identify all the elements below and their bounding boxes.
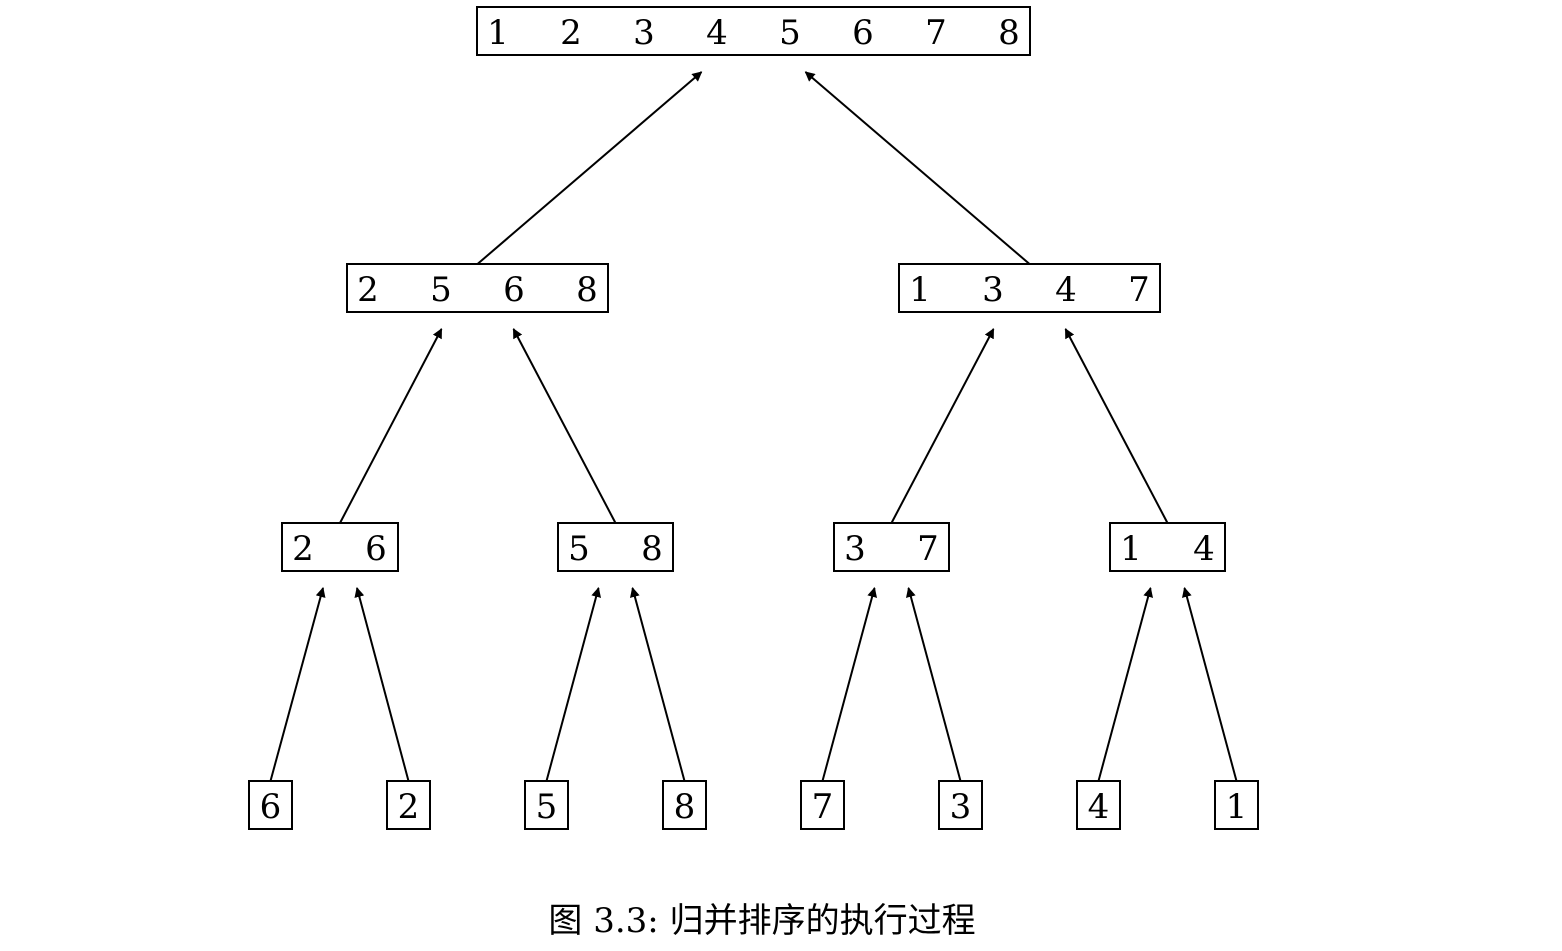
merge-arrow — [1182, 587, 1238, 782]
box-outline — [662, 780, 707, 830]
merge-arrow — [1064, 328, 1169, 524]
array-value: 8 — [576, 270, 598, 310]
array-box: 6 — [248, 780, 293, 830]
merge-arrow — [890, 328, 995, 524]
box-outline — [1214, 780, 1259, 830]
array-value: 1 — [1120, 529, 1142, 569]
array-value: 6 — [852, 13, 874, 53]
box-outline — [1076, 780, 1121, 830]
array-box: 5 — [524, 780, 569, 830]
array-value: 3 — [950, 787, 972, 827]
box-outline — [524, 780, 569, 830]
array-value: 7 — [812, 787, 834, 827]
box-outline — [938, 780, 983, 830]
array-value: 1 — [909, 270, 931, 310]
array-value: 5 — [568, 529, 590, 569]
merge-arrow — [269, 587, 326, 782]
box-outline — [281, 522, 399, 572]
array-value: 3 — [844, 529, 866, 569]
merge-arrow — [354, 587, 410, 782]
array-value: 8 — [641, 529, 663, 569]
array-box: 7 — [800, 780, 845, 830]
merge-arrow — [906, 587, 962, 782]
array-value: 7 — [925, 13, 947, 53]
array-box: 1 3 4 7 — [898, 263, 1161, 313]
array-box: 2 5 6 8 — [346, 263, 609, 313]
array-value: 1 — [487, 13, 509, 53]
box-outline — [800, 780, 845, 830]
box-outline — [346, 263, 609, 313]
array-value: 6 — [503, 270, 525, 310]
array-value: 2 — [357, 270, 379, 310]
merge-arrow — [545, 587, 601, 782]
array-value: 7 — [917, 529, 939, 569]
array-value: 8 — [998, 13, 1020, 53]
array-value: 5 — [536, 787, 558, 827]
box-outline — [248, 780, 293, 830]
array-value: 6 — [260, 787, 282, 827]
array-value: 5 — [430, 270, 452, 310]
array-value: 4 — [1055, 270, 1077, 310]
merge-arrow — [512, 328, 617, 524]
array-value: 7 — [1128, 270, 1150, 310]
merge-arrow — [476, 71, 703, 265]
array-value: 2 — [398, 787, 420, 827]
array-box: 1 — [1214, 780, 1259, 830]
array-value: 2 — [560, 13, 582, 53]
array-value: 4 — [1193, 529, 1215, 569]
figure-caption: 图 3.3: 归并排序的执行过程 — [548, 901, 975, 941]
box-outline — [1109, 522, 1226, 572]
array-box: 1 2 3 4 5 6 7 8 — [476, 6, 1031, 56]
merge-arrow — [1097, 587, 1153, 782]
box-outline — [476, 6, 1031, 56]
array-value: 1 — [1226, 787, 1248, 827]
array-box: 4 — [1076, 780, 1121, 830]
array-box: 3 — [938, 780, 983, 830]
array-value: 5 — [779, 13, 801, 53]
array-value: 3 — [633, 13, 655, 53]
merge-arrow — [821, 587, 877, 782]
array-value: 3 — [982, 270, 1004, 310]
array-value: 8 — [674, 787, 696, 827]
box-outline — [833, 522, 950, 572]
array-value: 4 — [1088, 787, 1110, 827]
array-box: 8 — [662, 780, 707, 830]
merge-arrow — [630, 587, 686, 782]
merge-arrow — [339, 328, 443, 524]
array-value: 2 — [292, 529, 314, 569]
box-outline — [386, 780, 431, 830]
box-outline — [898, 263, 1161, 313]
array-value: 4 — [706, 13, 728, 53]
array-value: 6 — [365, 529, 387, 569]
array-box: 2 — [386, 780, 431, 830]
merge-arrow — [804, 71, 1031, 265]
